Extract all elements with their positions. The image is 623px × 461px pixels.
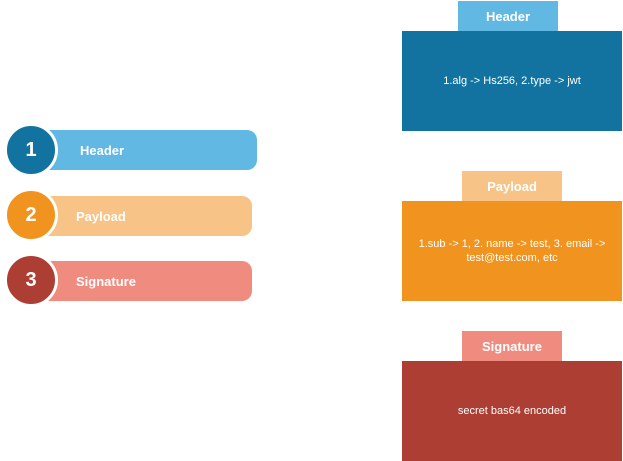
header-title-tab: Header xyxy=(458,1,558,31)
step-signature-pill: Signature xyxy=(30,261,252,301)
payload-content-box: 1.sub -> 1, 2. name -> test, 3. email ->… xyxy=(402,201,622,301)
step-header-label: Header xyxy=(80,142,125,158)
signature-content: secret bas64 encoded xyxy=(457,405,567,417)
step-header-pill: Header xyxy=(30,130,257,170)
header-content: 1.alg -> Hs256, 2.type -> jwt xyxy=(443,75,581,87)
payload-content: 1.sub -> 1, 2. name -> test, 3. email ->… xyxy=(418,238,606,264)
step-payload-label: Payload xyxy=(76,208,126,224)
step-1-circle: 1 xyxy=(4,123,58,177)
header-title: Header xyxy=(485,8,531,24)
step-3-circle: 3 xyxy=(4,253,58,307)
step-1-number: 1 xyxy=(25,138,37,161)
payload-title-tab: Payload xyxy=(462,171,562,201)
step-3-number: 3 xyxy=(25,268,37,291)
step-2-circle: 2 xyxy=(4,188,58,242)
signature-title-tab: Signature xyxy=(462,331,562,361)
step-2-number: 2 xyxy=(25,203,37,226)
signature-title: Signature xyxy=(482,338,542,354)
step-payload-pill: Payload xyxy=(30,196,252,236)
payload-title: Payload xyxy=(487,178,537,194)
header-content-box: 1.alg -> Hs256, 2.type -> jwt xyxy=(402,31,622,131)
signature-content-box: secret bas64 encoded xyxy=(402,361,622,461)
step-signature-label: Signature xyxy=(76,273,136,289)
